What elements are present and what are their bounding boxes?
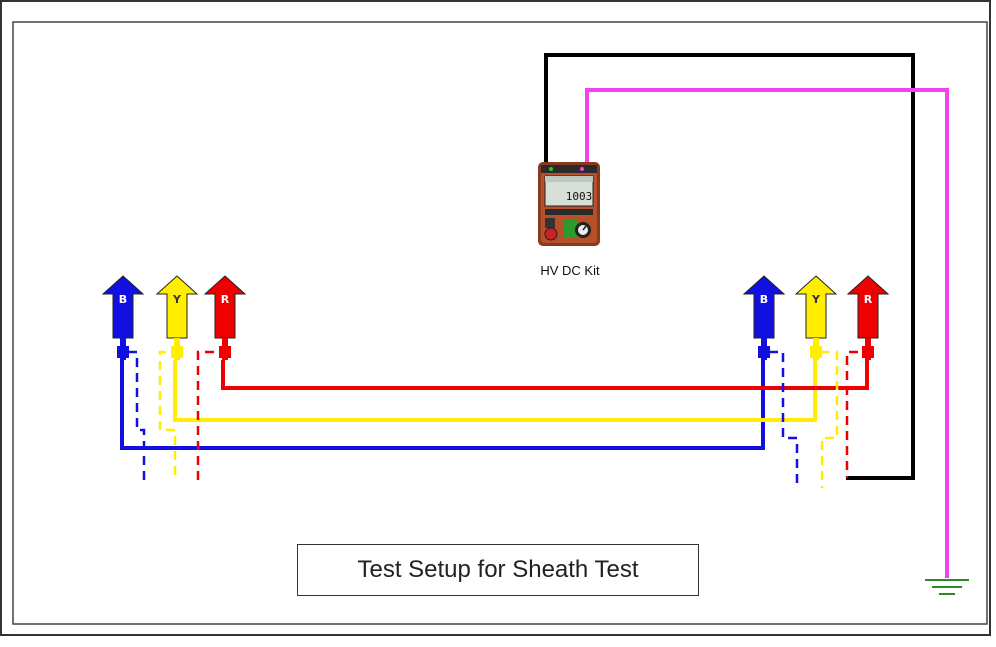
red-phase-cable	[221, 360, 869, 390]
phase-label: B	[760, 293, 768, 306]
left-yellow-phase-arrow-icon: Y	[155, 275, 199, 360]
magenta-earth-lead	[585, 88, 949, 578]
inner-frame	[12, 21, 988, 625]
left-sheath-leads	[128, 350, 229, 480]
meter-display-readout: 1003	[566, 190, 593, 203]
blue-phase-cable	[120, 360, 765, 450]
phase-label: R	[221, 293, 230, 306]
diagram-caption: Test Setup for Sheath Test	[357, 556, 639, 583]
outer-frame	[0, 0, 991, 636]
phase-label: Y	[811, 293, 821, 306]
right-red-phase-arrow-icon: R	[846, 275, 890, 360]
left-red-phase-arrow-icon: R	[203, 275, 247, 360]
left-blue-phase-arrow-icon: B	[101, 275, 145, 360]
hv-dc-kit-meter-icon	[538, 162, 600, 246]
ground-icon	[925, 579, 969, 595]
caption-box: Test Setup for Sheath Test	[297, 544, 699, 596]
black-test-lead	[544, 53, 915, 480]
right-yellow-phase-arrow-icon: Y	[794, 275, 838, 360]
phase-label: R	[864, 293, 873, 306]
phase-label: Y	[172, 293, 182, 306]
kit-label: HV DC Kit	[540, 263, 600, 278]
right-blue-phase-arrow-icon: B	[742, 275, 786, 360]
phase-label: B	[119, 293, 127, 306]
